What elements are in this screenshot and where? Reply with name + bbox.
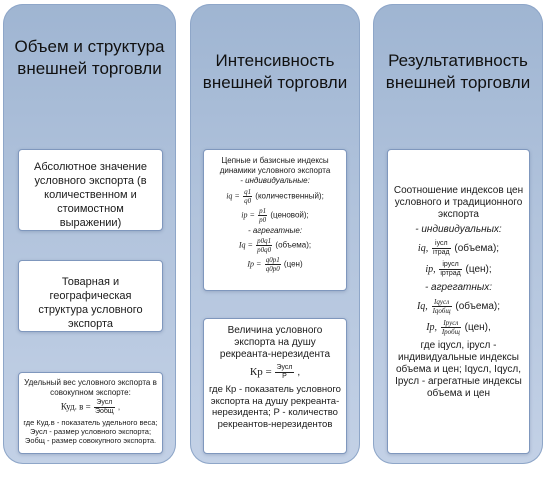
formula-tail: (объема); — [455, 301, 501, 313]
card-intro: Удельный вес условного экспорта в совоку… — [24, 378, 157, 397]
individual-label: - индивидуальных: — [415, 224, 502, 235]
card-absolute-value: Абсолютное значение условного экспорта (… — [18, 149, 163, 231]
formula-numerator: Iqусл — [431, 298, 452, 307]
formula-numerator: iрусл — [439, 261, 462, 270]
column-intensity: Интенсивность внешней торговли Цепные и … — [190, 4, 360, 464]
formula-tail: (объема); — [275, 240, 312, 250]
formula-denominator: Iqобщ — [432, 307, 451, 315]
formula-tail: (цен), — [464, 322, 491, 334]
formula-denominator: q0 — [244, 196, 252, 205]
formula-tail: (цен); — [465, 264, 492, 276]
formula-numerator: Iрусл — [440, 319, 461, 328]
formula-tail: (количественный); — [255, 191, 324, 201]
formula-lhs: Iq, — [416, 301, 428, 313]
formula-Ip: Ip, Iрусл Iробщ (цен), — [393, 319, 524, 336]
formula-Iq: Iq = p0q1 p0q0 (объема); — [208, 237, 342, 254]
formula-lhs: iq = — [226, 191, 240, 201]
formula-tail: , — [117, 402, 121, 412]
column-effectiveness: Результативность внешней торговли Соотно… — [373, 4, 543, 464]
formula-lhs: ip = — [241, 210, 255, 220]
formula-Ip: Ip = q0p1 q0p0 (цен) — [208, 256, 342, 273]
formula-fraction: q1 q0 — [243, 187, 253, 205]
formula-tail: (цен) — [283, 259, 303, 269]
formula-Iq: Iq, Iqусл Iqобщ (объема); — [393, 298, 524, 315]
formula-tail: , — [297, 367, 301, 379]
formula-numerator: Эусл — [93, 399, 115, 408]
per-capita-formula: Кр = Эусл Р , — [209, 364, 341, 381]
formula-numerator: iусл — [431, 240, 451, 249]
share-formula: Куд. в = Эусл Эобщ , — [23, 399, 158, 416]
formula-ip: ip = p1 p0 (ценовой); — [208, 207, 342, 224]
individual-label: - индивидуальные: — [240, 176, 310, 185]
formula-iq: iq = q1 q0 (количественный); — [208, 188, 342, 205]
card-legend: где Куд.в - показатель удельного веса; Э… — [23, 418, 158, 445]
formula-fraction: Iqусл Iqобщ — [431, 298, 452, 315]
card-legend: где iqусл, iрусл - индивидуальные индекс… — [395, 340, 522, 399]
card-intro: Цепные и базисные индексы динамики услов… — [219, 156, 331, 175]
formula-denominator: p0q0 — [257, 246, 272, 254]
formula-denominator: Р — [282, 373, 287, 380]
formula-tail: (объема); — [454, 243, 500, 255]
formula-numerator: Эусл — [275, 364, 294, 373]
formula-fraction: Эусл Р — [275, 364, 294, 381]
formula-denominator: p0 — [259, 215, 267, 224]
formula-denominator: Iробщ — [441, 328, 460, 336]
formula-fraction: Iрусл Iробщ — [440, 319, 461, 336]
formula-lhs: iq, — [417, 243, 429, 255]
formula-numerator: q1 — [243, 187, 253, 197]
formula-fraction: Эусл Эобщ — [93, 399, 115, 416]
card-per-capita: Величина условного экспорта на душу рекр… — [203, 318, 347, 454]
column-title: Интенсивность внешней торговли — [202, 51, 348, 92]
aggregate-label: - агрегатные: — [247, 225, 303, 235]
formula-lhs: Iq = — [238, 240, 253, 250]
formula-fraction: p1 p0 — [258, 206, 268, 224]
card-text: Абсолютное значение условного экспорта (… — [33, 161, 148, 229]
card-text: Товарная и географическая структура усло… — [38, 276, 143, 330]
formula-lhs: Кр = — [249, 366, 272, 379]
formula-fraction: p0q1 p0q0 — [256, 237, 273, 254]
formula-tail: (ценовой); — [270, 210, 309, 220]
formula-denominator: Эобщ — [94, 408, 114, 415]
formula-lhs: Куд. в = — [60, 401, 91, 412]
formula-lhs: Ip = — [247, 259, 262, 269]
card-intro: Соотношение индексов цен условного и тра… — [393, 185, 524, 220]
formula-denominator: iртрад — [440, 270, 461, 277]
formula-lhs: Ip, — [426, 322, 438, 334]
column-title: Результативность внешней торговли — [385, 51, 531, 92]
card-intro: Величина условного экспорта на душу рекр… — [219, 325, 331, 360]
formula-numerator: q0p1 — [264, 256, 281, 265]
formula-fraction: iусл iтрад — [431, 240, 451, 257]
card-dynamics-indexes: Цепные и базисные индексы динамики услов… — [203, 149, 347, 291]
card-index-ratio: Соотношение индексов цен условного и тра… — [387, 149, 530, 454]
formula-denominator: q0p0 — [265, 265, 280, 273]
formula-denominator: iтрад — [432, 249, 450, 256]
formula-numerator: p0q1 — [256, 237, 273, 246]
formula-iq: iq, iусл iтрад (объема); — [393, 240, 524, 257]
aggregate-label: - агрегатных: — [424, 282, 493, 293]
formula-numerator: p1 — [258, 206, 268, 216]
column-volume-structure: Объем и структура внешней торговли Абсол… — [3, 4, 176, 464]
formula-fraction: q0p1 q0p0 — [264, 256, 281, 273]
card-share: Удельный вес условного экспорта в совоку… — [18, 372, 163, 454]
formula-lhs: ip, — [425, 264, 436, 276]
card-structure: Товарная и географическая структура усло… — [18, 260, 163, 332]
formula-fraction: iрусл iртрад — [439, 261, 462, 278]
column-title: Объем и структура внешней торговли — [14, 37, 165, 78]
card-legend: где Кр - показатель условного экспорта н… — [209, 384, 341, 430]
formula-ip: ip, iрусл iртрад (цен); — [393, 261, 524, 278]
